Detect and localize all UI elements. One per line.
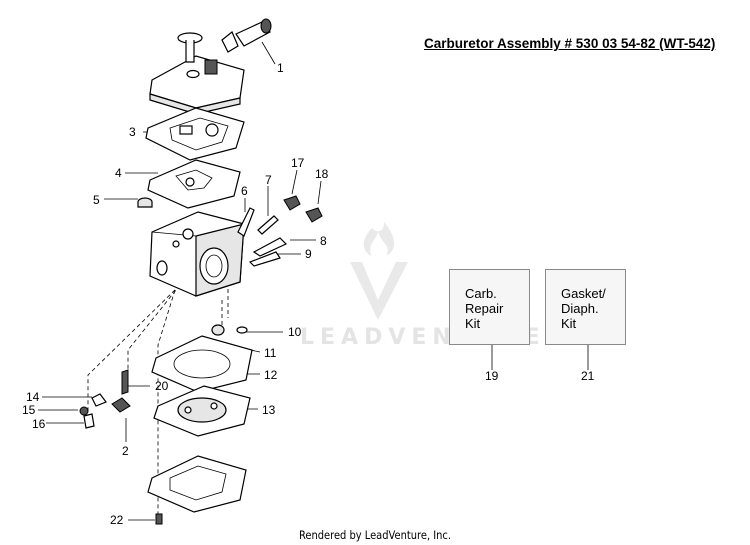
part-3-pump-plate: [145, 107, 245, 161]
part-1-metering-cover: [149, 18, 272, 115]
kit-label-line: Diaph.: [561, 301, 599, 316]
part-5-plug: [137, 197, 153, 208]
kit-box-gasket-diaph[interactable]: Gasket/ Diaph. Kit: [545, 269, 626, 345]
part-label-4: 4: [115, 166, 122, 180]
kit-label-line: Kit: [465, 316, 481, 331]
part-label-9: 9: [305, 247, 312, 261]
part-13-diaphragm: [153, 385, 251, 437]
footer-credit: Rendered by LeadVenture, Inc.: [298, 528, 452, 542]
part-label-18: 18: [315, 167, 329, 181]
kit-label-line: Gasket/: [561, 286, 606, 301]
part-label-20: 20: [155, 379, 169, 393]
kit-box-carb-repair[interactable]: Carb. Repair Kit: [449, 269, 530, 345]
small-hardware: [79, 369, 163, 525]
part-label-2: 2: [122, 444, 129, 458]
part-label-1: 1: [277, 61, 284, 75]
part-label-10: 10: [288, 325, 302, 339]
part-label-3: 3: [129, 125, 136, 139]
part-label-22: 22: [110, 513, 124, 527]
part-label-15: 15: [22, 403, 36, 417]
part-label-5: 5: [93, 193, 100, 207]
part-4-gasket: [147, 159, 241, 209]
part-label-14: 14: [26, 390, 40, 404]
part-label-6: 6: [241, 184, 248, 198]
adjustment-needles: [237, 195, 323, 267]
part-label-12: 12: [264, 368, 278, 382]
part-label-8: 8: [320, 234, 327, 248]
parts-10-11-seals: [211, 324, 248, 336]
kit-label-line: Carb.: [465, 286, 497, 301]
part-label-16: 16: [32, 417, 46, 431]
kit-label-line: Kit: [561, 316, 577, 331]
kit-number-21: 21: [581, 369, 595, 383]
part-label-13: 13: [262, 403, 276, 417]
part-labels: 1 2 3 4 5 6 7 8 9 10 11 12 13 14 15 16 1…: [22, 61, 329, 527]
part-12-gasket: [151, 335, 253, 393]
carburetor-body: [149, 211, 245, 297]
part-label-11: 11: [264, 346, 277, 360]
part-label-17: 17: [291, 156, 305, 170]
bottom-cover: [147, 455, 247, 513]
part-label-7: 7: [265, 173, 272, 187]
kit-label-line: Repair: [465, 301, 504, 316]
diagram-title: Carburetor Assembly # 530 03 54-82 (WT-5…: [424, 36, 716, 51]
kit-number-19: 19: [485, 369, 499, 383]
